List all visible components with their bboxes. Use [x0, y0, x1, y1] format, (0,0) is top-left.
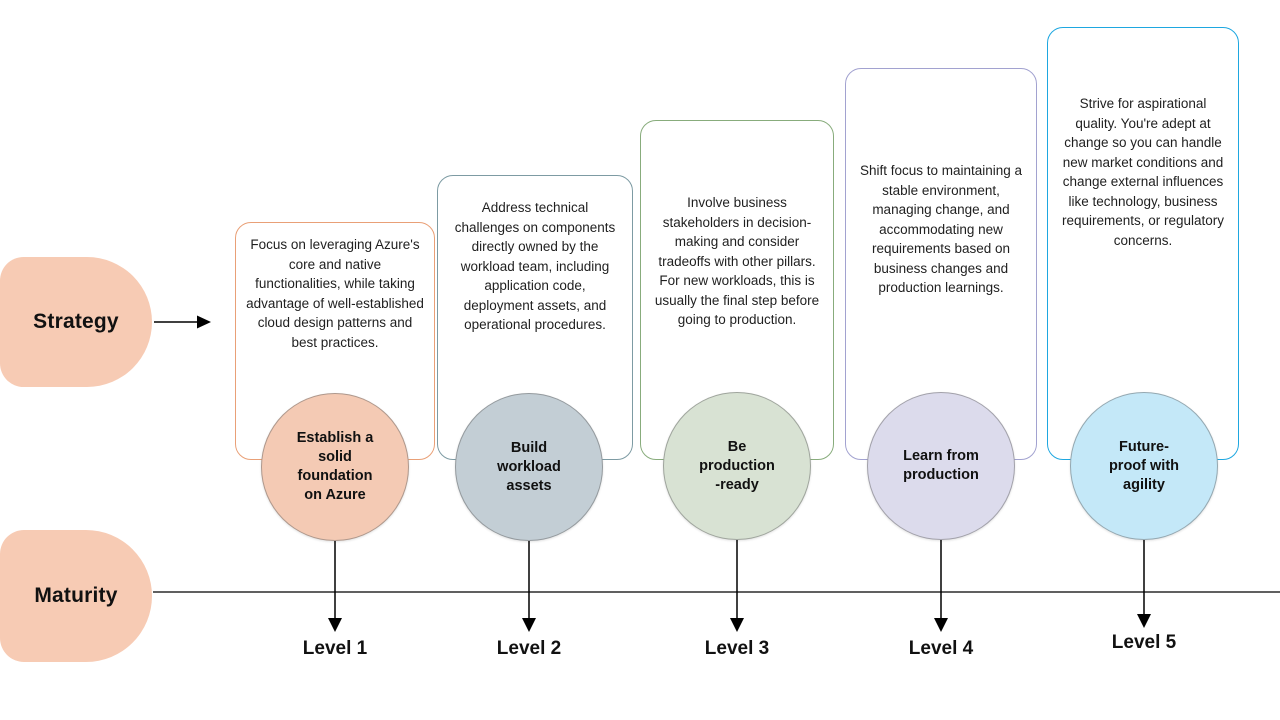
level-4-milestone-circle: Learn from production: [867, 392, 1015, 540]
down-arrowhead-icon: [934, 618, 948, 632]
level-5-description-box: Strive for aspirational quality. You're …: [1047, 27, 1239, 460]
level-1-arrow: [328, 541, 342, 632]
level-2-milestone-label: Build workload assets: [497, 439, 561, 494]
level-1-milestone-label: Establish a solid foundation on Azure: [296, 430, 374, 503]
down-arrowhead-icon: [1137, 614, 1151, 628]
level-3-description-box: Involve business stakeholders in decisio…: [640, 120, 834, 460]
level-5-milestone-label: Future- proof with agility: [1108, 438, 1180, 493]
level-2-description: Address technical challenges on componen…: [454, 200, 616, 332]
level-4-description: Shift focus to maintaining a stable envi…: [859, 163, 1023, 295]
level-3-milestone-circle: Be production -ready: [663, 392, 811, 540]
level-3-milestone-label: Be production -ready: [699, 438, 775, 493]
level-1-milestone-circle: Establish a solid foundation on Azure: [261, 393, 409, 541]
down-arrowhead-icon: [522, 618, 536, 632]
strategy-row-pill: Strategy: [0, 257, 152, 387]
level-2-milestone-circle: Build workload assets: [455, 393, 603, 541]
level-4-milestone-label: Learn from production: [903, 448, 979, 483]
level-5-milestone-circle: Future- proof with agility: [1070, 392, 1218, 540]
level-1-description: Focus on leveraging Azure's core and nat…: [246, 237, 424, 350]
level-3-description: Involve business stakeholders in decisio…: [654, 195, 820, 327]
level-3-axis-label: Level 3: [704, 638, 770, 659]
level-4-axis-label: Level 4: [908, 638, 974, 659]
level-2-arrow: [522, 541, 536, 632]
level-5-description: Strive for aspirational quality. You're …: [1061, 96, 1225, 248]
strategy-row-label: Strategy: [33, 310, 119, 333]
strategy-arrowhead-icon: [197, 315, 211, 329]
down-arrowhead-icon: [328, 618, 342, 632]
maturity-row-label: Maturity: [34, 584, 118, 607]
level-3-arrow: [730, 540, 744, 632]
maturity-row-pill: Maturity: [0, 530, 152, 662]
level-5-axis-label: Level 5: [1111, 632, 1177, 653]
level-4-arrow: [934, 540, 948, 632]
down-arrowhead-icon: [730, 618, 744, 632]
level-2-axis-label: Level 2: [496, 638, 562, 659]
level-5-arrow: [1137, 540, 1151, 628]
level-1-axis-label: Level 1: [302, 638, 368, 659]
